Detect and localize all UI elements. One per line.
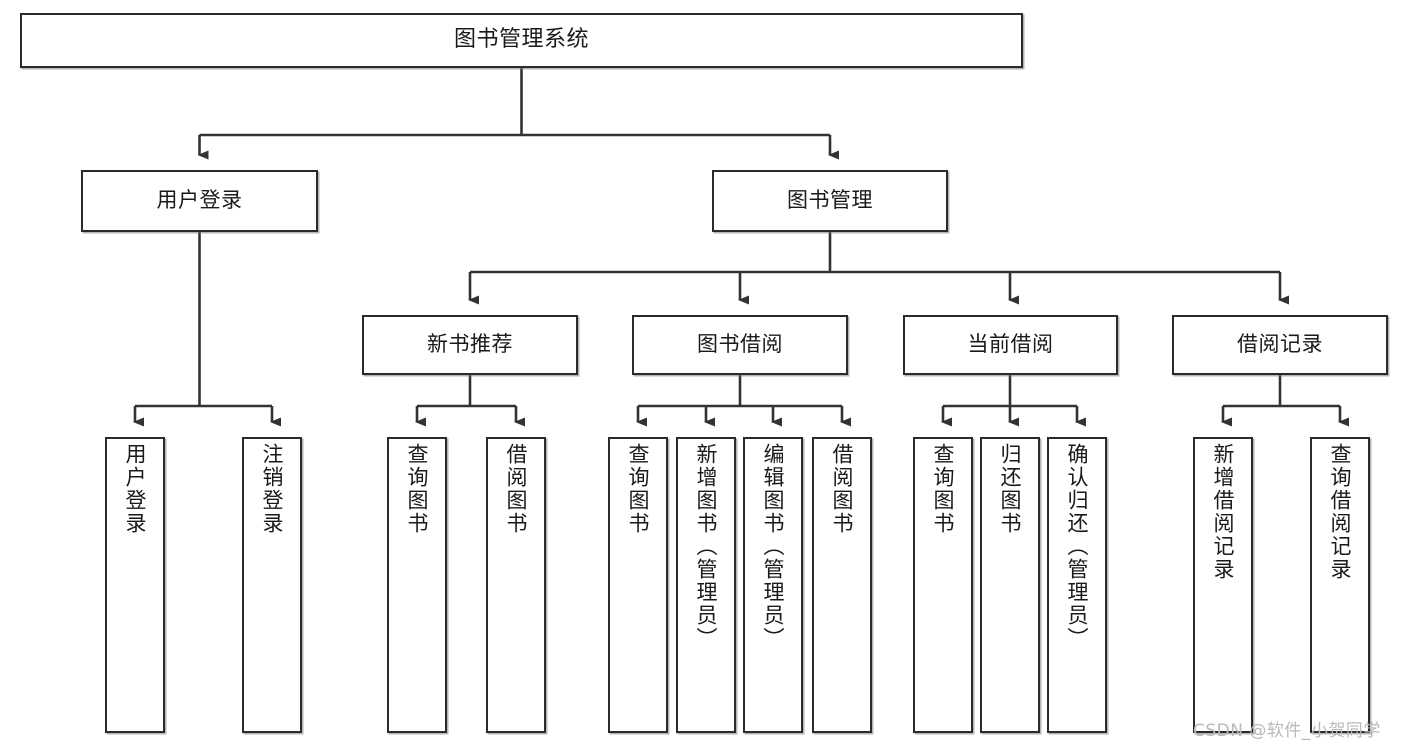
node-borrow-record-label: 借阅记录 (1237, 332, 1323, 357)
node-user-login[interactable]: 用户登录 (81, 170, 318, 232)
leaf-query-record-label: 查询借阅记录 (1328, 443, 1353, 581)
leaf-edit-book[interactable]: 编辑图书（管理员） (743, 437, 803, 733)
node-book-manage[interactable]: 图书管理 (712, 170, 948, 232)
leaf-return-book[interactable]: 归还图书 (980, 437, 1040, 733)
leaf-logout-label: 注销登录 (260, 443, 285, 535)
node-root[interactable]: 图书管理系统 (20, 13, 1023, 68)
node-borrow-record[interactable]: 借阅记录 (1172, 315, 1388, 375)
leaf-add-record-label: 新增借阅记录 (1211, 443, 1236, 581)
leaf-query-book-rec[interactable]: 查询图书 (387, 437, 447, 733)
node-root-label: 图书管理系统 (453, 27, 589, 53)
leaf-add-record[interactable]: 新增借阅记录 (1193, 437, 1253, 733)
leaf-query-book-label: 查询图书 (626, 443, 651, 535)
node-new-book-rec[interactable]: 新书推荐 (362, 315, 578, 375)
node-user-login-label: 用户登录 (156, 188, 243, 213)
node-current-borrow-label: 当前借阅 (967, 332, 1054, 357)
node-book-borrow[interactable]: 图书借阅 (632, 315, 848, 375)
leaf-query-book[interactable]: 查询图书 (608, 437, 668, 733)
leaf-borrow-book-rec[interactable]: 借阅图书 (486, 437, 546, 733)
leaf-user-login[interactable]: 用户登录 (105, 437, 165, 733)
csdn-watermark: CSDN @软件_小贺同学 (1193, 721, 1381, 741)
leaf-edit-book-label: 编辑图书（管理员） (761, 443, 786, 650)
leaf-user-login-label: 用户登录 (123, 443, 148, 535)
leaf-borrow-book-label: 借阅图书 (830, 443, 855, 535)
leaf-query-book-rec-label: 查询图书 (405, 443, 430, 535)
leaf-add-book[interactable]: 新增图书（管理员） (676, 437, 736, 733)
leaf-add-book-label: 新增图书（管理员） (694, 443, 719, 650)
leaf-logout[interactable]: 注销登录 (242, 437, 302, 733)
node-new-book-rec-label: 新书推荐 (427, 332, 513, 357)
node-current-borrow[interactable]: 当前借阅 (903, 315, 1118, 375)
leaf-query-record[interactable]: 查询借阅记录 (1310, 437, 1370, 733)
leaf-query-book-cur-label: 查询图书 (931, 443, 956, 535)
leaf-confirm-return[interactable]: 确认归还（管理员） (1047, 437, 1107, 733)
leaf-query-book-cur[interactable]: 查询图书 (913, 437, 973, 733)
node-book-manage-label: 图书管理 (787, 188, 873, 213)
leaf-confirm-return-label: 确认归还（管理员） (1065, 443, 1090, 650)
leaf-return-book-label: 归还图书 (998, 443, 1023, 535)
node-book-borrow-label: 图书借阅 (697, 332, 783, 357)
leaf-borrow-book[interactable]: 借阅图书 (812, 437, 872, 733)
leaf-borrow-book-rec-label: 借阅图书 (504, 443, 529, 535)
